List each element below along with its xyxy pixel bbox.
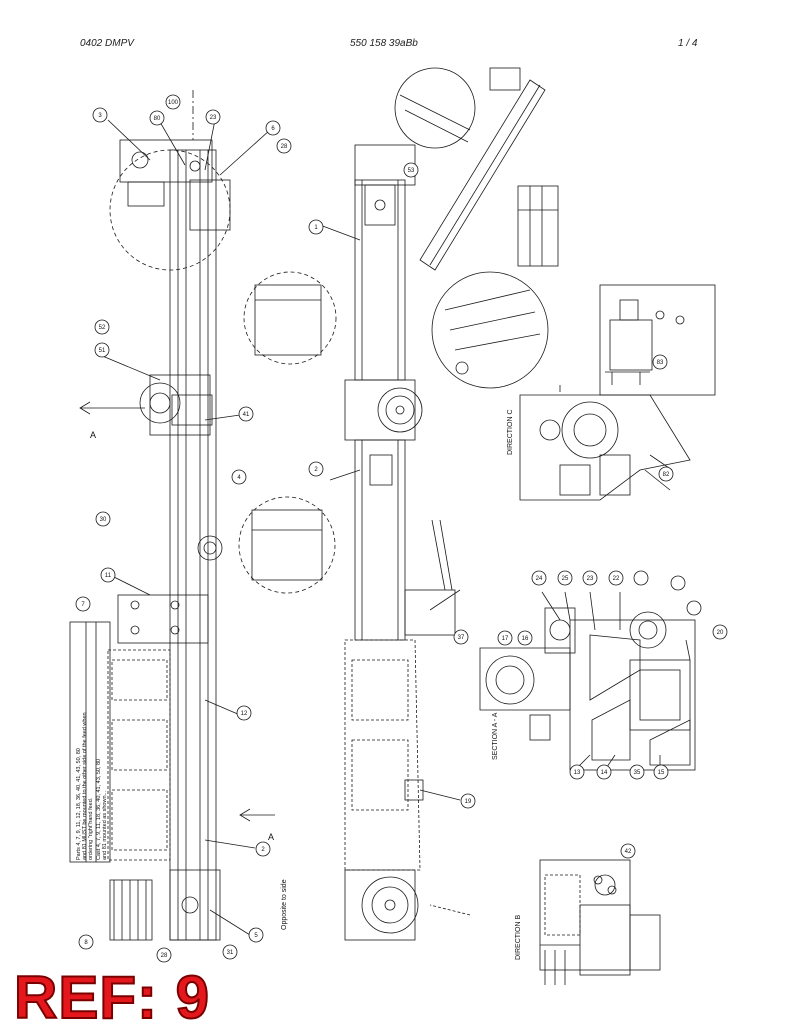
callout-number: 52 (99, 325, 106, 331)
callout-number: 83 (657, 360, 664, 366)
section-aa-detail (479, 591, 696, 771)
callout-number: 31 (227, 950, 234, 956)
callout-number: 1 (314, 225, 318, 231)
callout-number: 6 (271, 126, 275, 132)
callout-number: 14 (601, 770, 608, 776)
direction-c-label: DIRECTION C (507, 410, 514, 456)
callout-number: 41 (243, 412, 250, 418)
left-feed-view (79, 90, 337, 941)
callout-number: 15 (658, 770, 665, 776)
callout-number: 13 (574, 770, 581, 776)
callout-number: 17 (502, 636, 509, 642)
parts-note-line: Parts 4, 7, 9, 11, 12, 18, 36, 40, 41, 4… (76, 748, 82, 860)
callout-number: 53 (408, 168, 415, 174)
callout-number: 35 (634, 770, 641, 776)
section-arrow-label: A (90, 430, 96, 440)
section-arrow-label: A (268, 832, 274, 842)
callout-number: 23 (587, 576, 594, 582)
direction-c-detail (519, 385, 691, 501)
opposite-side-label: Opposite to side (281, 879, 288, 930)
isometric-detail (394, 67, 559, 389)
valve-box-detail (599, 284, 716, 396)
page-number: 1 / 4 (678, 38, 698, 49)
ref-stamp: REF: 9 (13, 964, 211, 1031)
callout-number: 2 (314, 467, 318, 473)
callout-number: 28 (161, 953, 168, 959)
callout-number: 2 (261, 847, 265, 853)
callout-number: 24 (536, 576, 543, 582)
callout-number: 19 (465, 799, 472, 805)
callout-number: 7 (81, 602, 85, 608)
callout-number: 8 (84, 940, 88, 946)
callout-number: 4 (237, 475, 241, 481)
callout-number: 80 (154, 116, 161, 122)
parts-note-line: and 81 MUST be mounted to the other side… (82, 712, 88, 860)
callout-number: 42 (625, 849, 632, 855)
callout-number: 20 (717, 630, 724, 636)
callout-number: 51 (99, 348, 106, 354)
callout-number: 37 (458, 635, 465, 641)
part-number: 550 158 39aBb (350, 38, 418, 49)
callout-number: 100 (168, 100, 179, 106)
direction-b-detail (539, 859, 661, 985)
doc-code: 0402 DMPV (80, 38, 134, 49)
callout-number: 11 (105, 573, 112, 579)
callout-number: 28 (281, 144, 288, 150)
callout-number: 16 (522, 636, 529, 642)
callout-number: 25 (562, 576, 569, 582)
middle-feed-view (319, 144, 471, 941)
parts-note-line: ordering "right"hand feed. (88, 797, 94, 860)
direction-b-label: DIRECTION B (515, 915, 522, 960)
callout-number: 12 (241, 711, 248, 717)
callout-number: 23 (210, 115, 217, 121)
cast-note-line: Cast 4, 7, 9, 11, 18, 36, 40, 41, 43, 50… (96, 759, 102, 860)
callout-number: 82 (663, 472, 670, 478)
callout-number: 5 (254, 933, 258, 939)
section-aa-label: SECTION A - A (492, 712, 499, 760)
callout-number: 22 (613, 576, 620, 582)
cast-note-line: and 81 mounted as shown... (102, 790, 108, 860)
callout-number: 30 (100, 517, 107, 523)
callout-number: 3 (98, 113, 102, 119)
